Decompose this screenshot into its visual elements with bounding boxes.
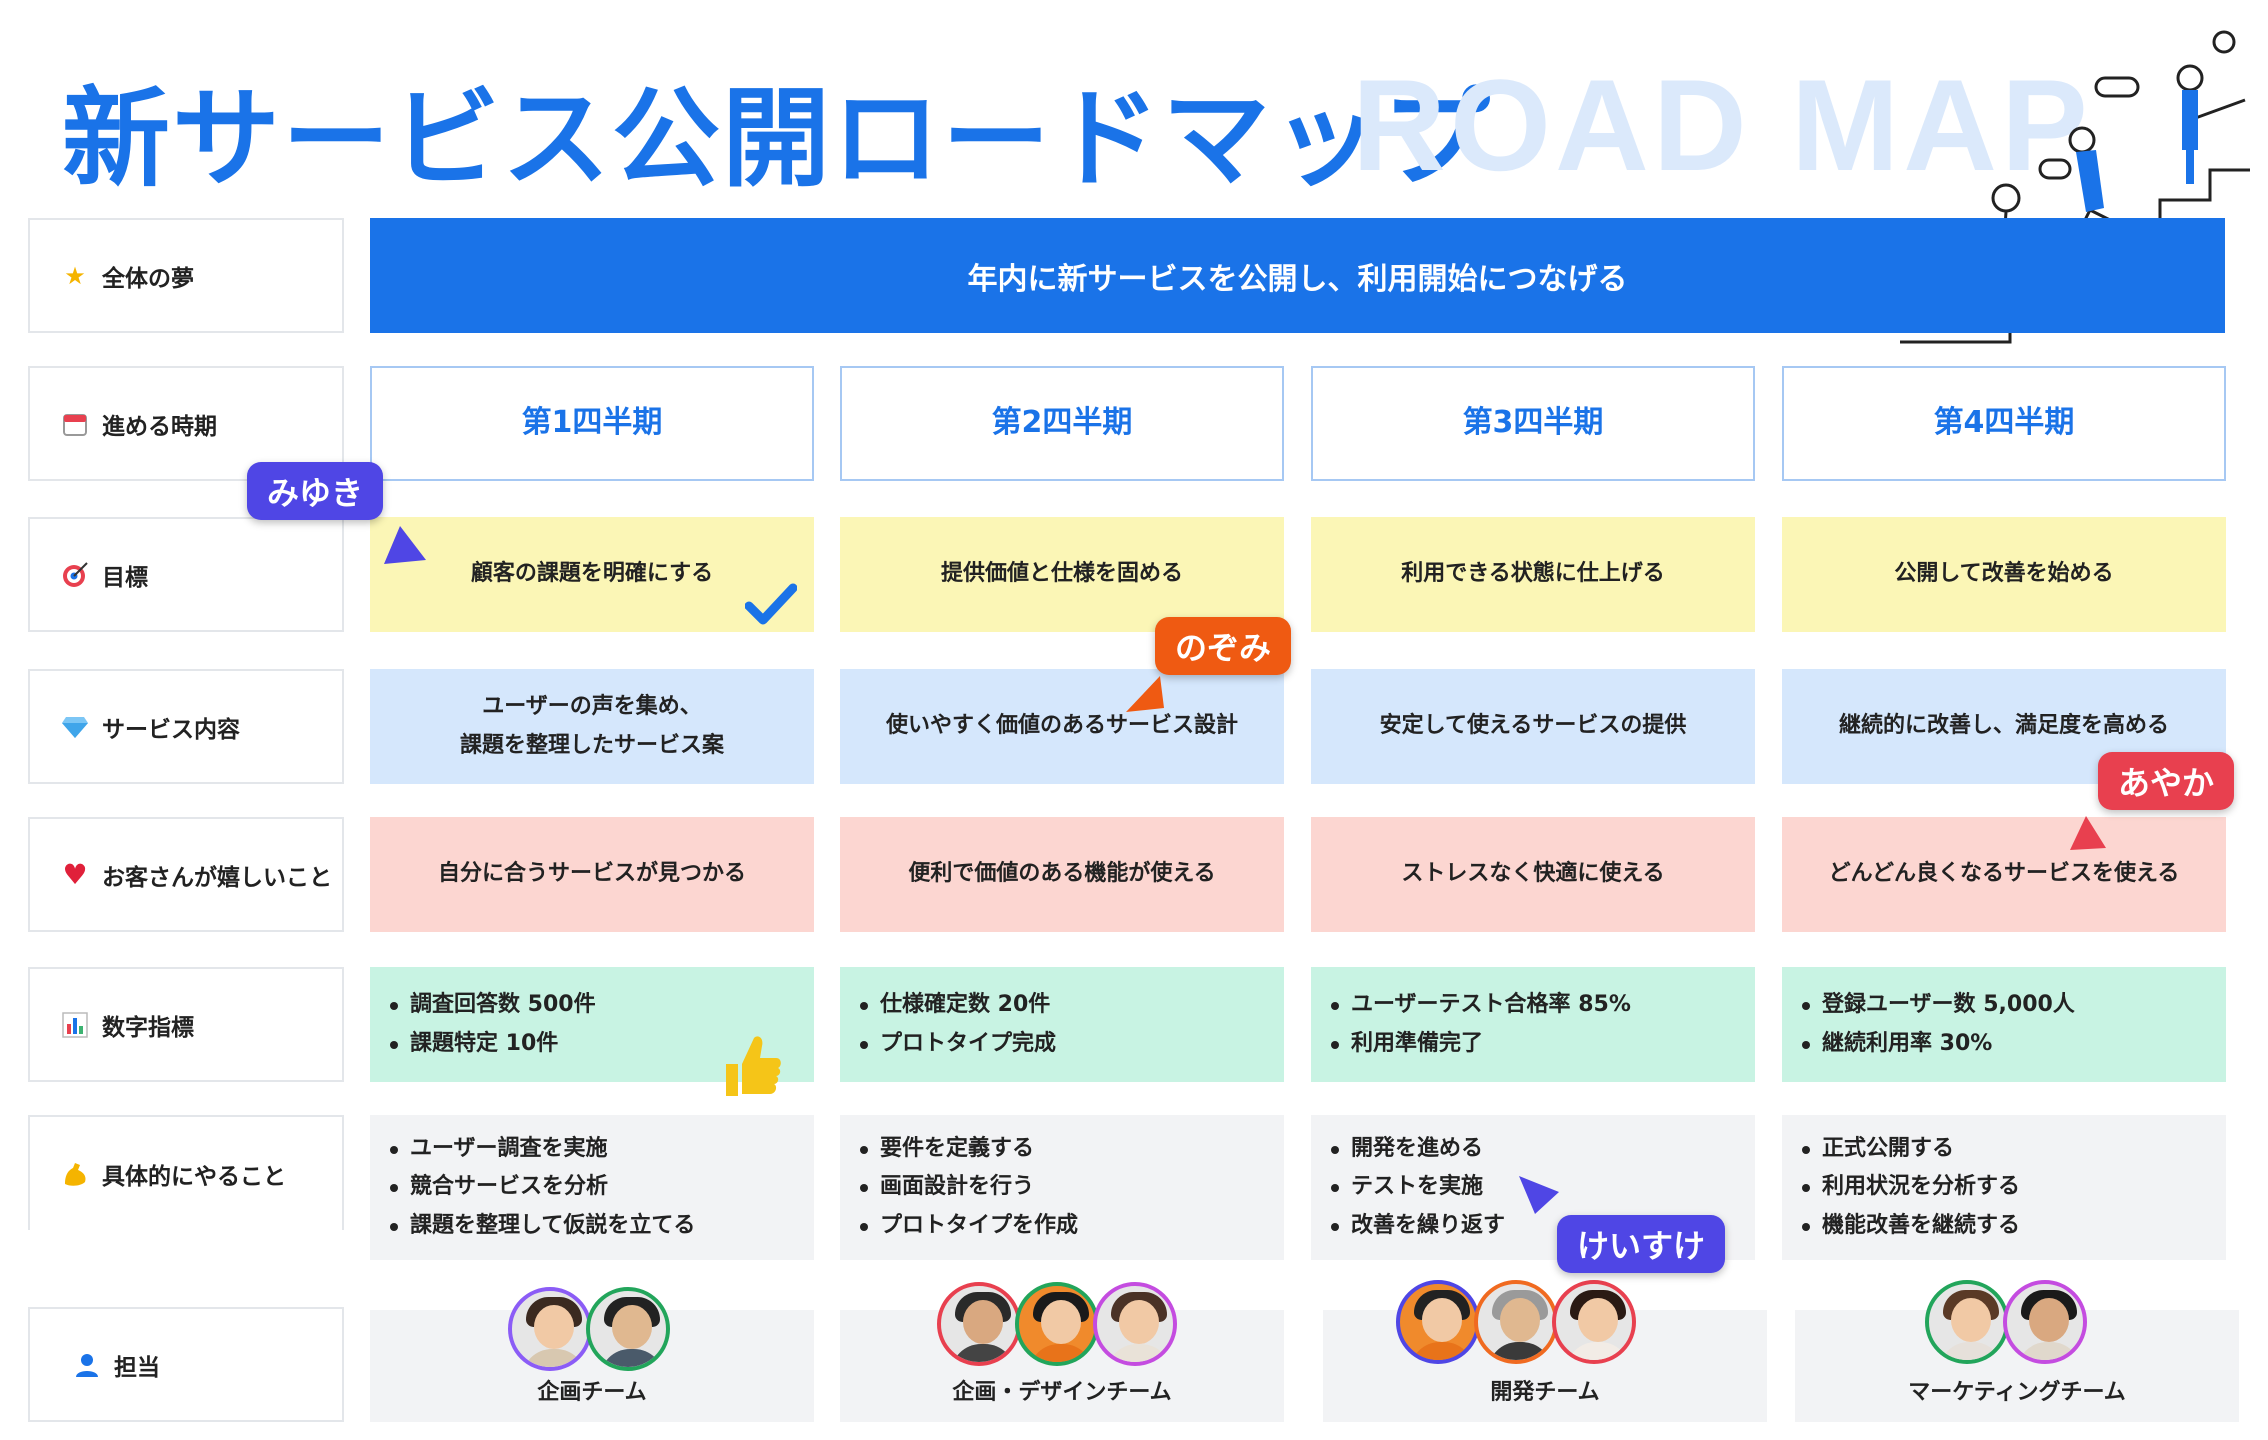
avatar[interactable] [2003, 1280, 2087, 1364]
team-name: 企画チーム [537, 1379, 647, 1405]
quarter-1-happy: 自分に合うサービスが見つかる [370, 817, 814, 932]
row-label-service: サービス内容 [28, 669, 344, 784]
row-label-todo: 具体的にやること [28, 1115, 344, 1230]
quarter-1-todo: ユーザー調査を実施 競合サービスを分析 課題を整理して仮説を立てる [370, 1115, 814, 1260]
row-label-happy: ♥ お客さんが嬉しいこと [28, 817, 344, 932]
calendar-icon [60, 409, 90, 439]
quarter-4-todo: 正式公開する 利用状況を分析する 機能改善を継続する [1782, 1115, 2226, 1260]
avatar[interactable] [586, 1287, 670, 1371]
todo-item: テストを実施 [1329, 1168, 1505, 1207]
quarter-3-kpi: ユーザーテスト合格率 85% 利用準備完了 [1311, 967, 1755, 1082]
gem-icon [60, 712, 90, 742]
thumbs-up-icon [726, 1036, 781, 1096]
page-title-en: ROAD MAP [1352, 52, 2092, 198]
todo-item: 画面設計を行う [858, 1168, 1078, 1207]
team-name: 開発チーム [1490, 1379, 1600, 1405]
kpi-item: プロトタイプ完成 [858, 1025, 1056, 1064]
kpi-item: 継続利用率 30% [1800, 1025, 2075, 1064]
todo-item: 改善を繰り返す [1329, 1207, 1505, 1246]
quarter-2-avatars [937, 1282, 1177, 1366]
heart-icon: ♥ [62, 858, 88, 891]
cursor-arrow-icon [1519, 1176, 1559, 1214]
row-label-todo-text: 具体的にやること [102, 1163, 286, 1190]
row-label-dream: ★ 全体の夢 [28, 218, 344, 333]
row-label-happy-text: お客さんが嬉しいこと [102, 864, 332, 891]
avatar[interactable] [1093, 1282, 1177, 1366]
checkmark-icon [745, 583, 797, 625]
row-label-owner: 担当 [28, 1307, 344, 1422]
cursor-tag-ayaka: あやか [2098, 752, 2235, 810]
row-label-goal: 目標 [28, 517, 344, 632]
todo-item: 正式公開する [1800, 1130, 2020, 1169]
row-label-period-text: 進める時期 [102, 413, 217, 440]
quarter-2-kpi: 仕様確定数 20件 プロトタイプ完成 [840, 967, 1284, 1082]
muscle-icon [60, 1159, 90, 1189]
todo-item: 開発を進める [1329, 1130, 1505, 1169]
quarter-3-goal: 利用できる状態に仕上げる [1311, 517, 1755, 632]
quarter-3-header: 第3四半期 [1311, 366, 1755, 481]
target-icon [60, 560, 90, 590]
cursor-tag-keisuke: けいすけ [1557, 1215, 1726, 1273]
cursor-tag-miyuki: みゆき [247, 462, 384, 520]
quarter-1-kpi: 調査回答数 500件 課題特定 10件 [370, 967, 814, 1082]
avatar[interactable] [937, 1282, 1021, 1366]
row-label-goal-text: 目標 [102, 564, 148, 591]
page-title: 新サービス公開ロードマップ [62, 77, 1493, 202]
row-label-kpi: 数字指標 [28, 967, 344, 1082]
todo-item: 要件を定義する [858, 1130, 1078, 1169]
row-label-owner-text: 担当 [114, 1354, 160, 1381]
todo-item: 機能改善を継続する [1800, 1207, 2020, 1246]
quarter-3-service: 安定して使えるサービスの提供 [1311, 669, 1755, 784]
kpi-item: 調査回答数 500件 [388, 986, 596, 1025]
dream-banner: 年内に新サービスを公開し、利用開始につなげる [370, 218, 2225, 333]
avatar[interactable] [508, 1287, 592, 1371]
todo-item: ユーザー調査を実施 [388, 1130, 695, 1169]
bar-chart-icon [60, 1010, 90, 1040]
quarter-1-avatars [508, 1287, 670, 1371]
avatar[interactable] [1925, 1280, 2009, 1364]
star-icon: ★ [64, 261, 86, 290]
row-label-dream-text: 全体の夢 [102, 265, 194, 292]
quarter-4-goal: 公開して改善を始める [1782, 517, 2226, 632]
row-label-service-text: サービス内容 [102, 716, 240, 743]
row-label-kpi-text: 数字指標 [102, 1014, 194, 1041]
todo-item: 利用状況を分析する [1800, 1168, 2020, 1207]
quarter-4-avatars [1925, 1280, 2087, 1364]
cursor-tag-nozomi: のぞみ [1155, 617, 1292, 675]
quarter-2-goal: 提供価値と仕様を固める [840, 517, 1284, 632]
quarter-2-todo: 要件を定義する 画面設計を行う プロトタイプを作成 [840, 1115, 1284, 1260]
quarter-1-service-line2: 課題を整理したサービス案 [459, 732, 724, 758]
kpi-item: 課題特定 10件 [388, 1025, 596, 1064]
avatar[interactable] [1474, 1280, 1558, 1364]
quarter-4-kpi: 登録ユーザー数 5,000人 継続利用率 30% [1782, 967, 2226, 1082]
kpi-item: 利用準備完了 [1329, 1025, 1631, 1064]
kpi-item: 登録ユーザー数 5,000人 [1800, 986, 2075, 1025]
todo-item: 競合サービスを分析 [388, 1168, 695, 1207]
avatar[interactable] [1396, 1280, 1480, 1364]
avatar[interactable] [1552, 1280, 1636, 1364]
quarter-2-service: 使いやすく価値のあるサービス設計 [840, 669, 1284, 784]
quarter-4-header: 第4四半期 [1782, 366, 2226, 481]
quarter-1-goal: 顧客の課題を明確にする [370, 517, 814, 632]
cursor-arrow-icon [384, 526, 426, 564]
avatar[interactable] [1015, 1282, 1099, 1366]
quarter-4-happy: どんどん良くなるサービスを使える [1782, 817, 2226, 932]
team-name: マーケティングチーム [1908, 1379, 2126, 1405]
quarter-2-header: 第2四半期 [840, 366, 1284, 481]
quarter-1-service: ユーザーの声を集め、 課題を整理したサービス案 [370, 669, 814, 784]
kpi-item: ユーザーテスト合格率 85% [1329, 986, 1631, 1025]
quarter-2-happy: 便利で価値のある機能が使える [840, 817, 1284, 932]
todo-item: プロトタイプを作成 [858, 1207, 1078, 1246]
person-icon [72, 1350, 102, 1380]
todo-item: 課題を整理して仮説を立てる [388, 1207, 695, 1246]
cursor-arrow-icon [1126, 676, 1164, 712]
quarter-3-avatars [1396, 1280, 1636, 1364]
quarter-1-service-line1: ユーザーの声を集め、 [482, 694, 702, 719]
quarter-1-header: 第1四半期 [370, 366, 814, 481]
cursor-arrow-icon [2070, 816, 2106, 850]
kpi-item: 仕様確定数 20件 [858, 986, 1056, 1025]
row-label-period: 進める時期 [28, 366, 344, 481]
quarter-3-happy: ストレスなく快適に使える [1311, 817, 1755, 932]
team-name: 企画・デザインチーム [952, 1379, 1172, 1405]
